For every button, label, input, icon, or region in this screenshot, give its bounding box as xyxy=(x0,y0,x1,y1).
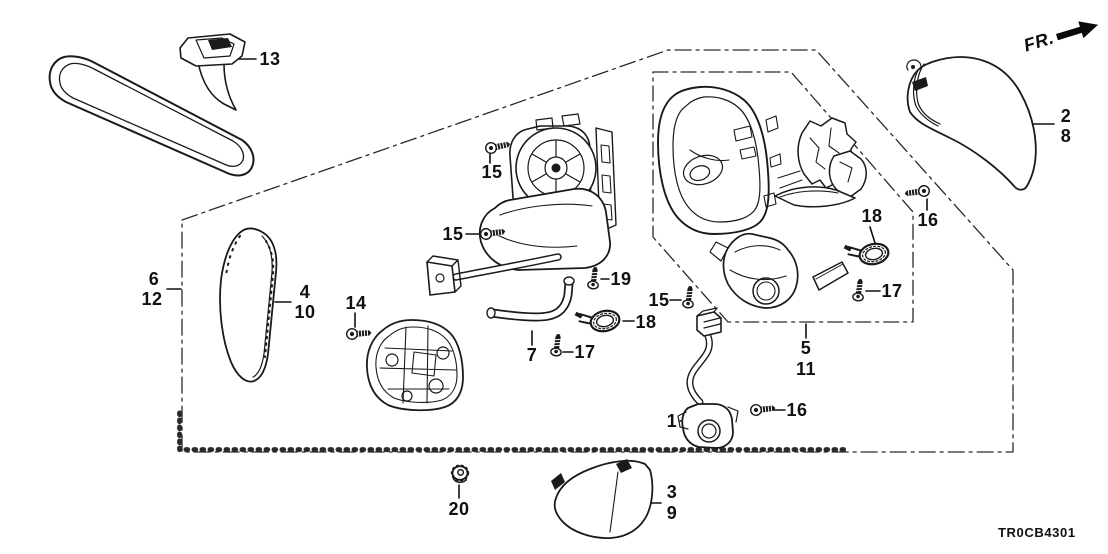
callout-11: 11 xyxy=(795,359,817,379)
gasket-pad-drawing xyxy=(812,261,849,291)
callout-13: 13 xyxy=(259,49,281,69)
screw-17-right-icon xyxy=(851,277,867,303)
glass-backing-plate-drawing xyxy=(366,319,464,412)
clamp-18-right-icon xyxy=(841,235,892,271)
callout-17-center: 17 xyxy=(574,342,596,362)
callout-14: 14 xyxy=(345,293,367,313)
callout-8: 8 xyxy=(1060,126,1072,146)
callout-5: 5 xyxy=(800,338,812,358)
screw-15-top-icon xyxy=(484,138,512,155)
fr-arrow-icon xyxy=(1056,21,1099,41)
nut-20-icon xyxy=(450,464,470,484)
callout-10: 10 xyxy=(294,302,316,322)
screw-16-right-icon xyxy=(903,184,931,200)
diagram-part-code: TR0CB4301 xyxy=(998,525,1076,540)
subassembly-box-dashed xyxy=(652,71,914,323)
mirror-glass-drawing xyxy=(219,227,278,383)
callout-6: 6 xyxy=(148,269,160,289)
callout-16-right: 16 xyxy=(917,210,939,230)
callout-18-right: 18 xyxy=(861,206,883,226)
harness-tube-drawing xyxy=(486,276,575,322)
callout-17-right: 17 xyxy=(881,281,903,301)
callout-16-lower: 16 xyxy=(786,400,808,420)
clamp-18-mid-icon xyxy=(572,302,623,338)
callout-15-right: 15 xyxy=(648,290,670,310)
leader-lines xyxy=(166,58,1055,504)
callout-9: 9 xyxy=(666,503,678,523)
callout-20: 20 xyxy=(448,499,470,519)
housing-bracket-drawing xyxy=(774,117,867,208)
camera-harness-drawing xyxy=(677,307,739,449)
screw-17-mid-icon xyxy=(549,332,565,358)
outer-boundary-dashed xyxy=(177,49,1014,453)
callout-12: 12 xyxy=(141,289,163,309)
callout-2: 2 xyxy=(1060,106,1072,126)
callout-4: 4 xyxy=(299,282,311,302)
callout-1: 1 xyxy=(666,411,678,431)
callout-7: 7 xyxy=(526,345,538,365)
mirror-housing-drawing xyxy=(657,85,803,235)
mirror-visor-drawing xyxy=(906,56,1037,191)
screw-15-right-icon xyxy=(681,284,697,310)
callout-15-left: 15 xyxy=(442,224,464,244)
screw-14-icon xyxy=(345,326,373,341)
interior-mirror-drawing xyxy=(48,33,255,177)
base-cover-drawing xyxy=(551,459,654,539)
callout-15-top: 15 xyxy=(481,162,503,182)
housing-lower-cover-drawing xyxy=(709,232,799,309)
actuator-drawing xyxy=(426,113,617,296)
callout-3: 3 xyxy=(666,482,678,502)
callout-19: 19 xyxy=(610,269,632,289)
screw-19-icon xyxy=(586,265,602,291)
screw-16-lower-icon xyxy=(749,401,777,417)
callout-18-center: 18 xyxy=(635,312,657,332)
